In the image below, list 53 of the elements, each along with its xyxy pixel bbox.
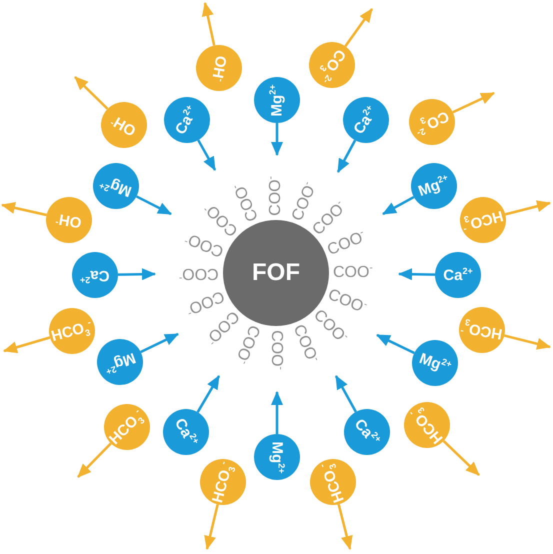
ion-circle <box>344 409 390 455</box>
ion-circle <box>435 252 481 298</box>
ion-circle <box>46 197 92 243</box>
ion-circle <box>309 42 355 88</box>
ion-circle <box>101 102 147 148</box>
arrow <box>136 195 172 216</box>
arrow <box>376 334 415 354</box>
core-label: FOF <box>252 261 300 285</box>
ion-circle <box>459 307 505 353</box>
ion-circle <box>460 197 506 243</box>
ion-formula: Mg$^{2+}$ <box>98 175 134 198</box>
arrow <box>271 123 283 156</box>
arrow <box>196 375 220 413</box>
ion-circle <box>164 97 210 143</box>
ion-formula: OH$^{-}$ <box>109 112 139 138</box>
arrow <box>202 2 216 46</box>
ion-circle <box>254 77 300 123</box>
arrow <box>118 268 156 280</box>
ion-circle <box>412 340 458 386</box>
ion-circle <box>411 163 457 209</box>
ion-circle <box>49 308 95 354</box>
arrow <box>204 504 219 550</box>
arrow <box>334 375 357 412</box>
arrow <box>337 504 353 550</box>
ion-circle <box>254 434 300 480</box>
arrow <box>344 8 374 48</box>
ion-circle <box>97 339 143 385</box>
arrow <box>336 140 356 173</box>
arrow <box>74 76 108 110</box>
carboxylate-label: COO$^{-}$ <box>326 287 368 316</box>
ion-circle <box>409 99 455 145</box>
ion-circle <box>196 45 242 91</box>
ion-circle <box>343 97 389 143</box>
arrow <box>398 268 436 280</box>
ion-circle <box>200 459 246 505</box>
ion-circle <box>72 252 118 298</box>
ion-circle <box>163 409 209 455</box>
arrow <box>382 196 414 216</box>
arrow <box>452 92 495 114</box>
ion-circle <box>310 459 356 505</box>
ion-formula: Ca$^{2+}$ <box>443 268 473 282</box>
arrow <box>271 391 283 434</box>
arrow <box>197 139 216 171</box>
ion-formula: Mg$^{2+}$ <box>417 350 453 375</box>
arrow <box>3 336 50 354</box>
arrow <box>77 442 112 478</box>
arrow <box>140 332 179 354</box>
arrow <box>504 200 551 216</box>
arrow <box>442 440 480 476</box>
ion-circle <box>93 163 139 209</box>
arrow <box>504 334 551 350</box>
arrow <box>1 202 47 216</box>
carboxylate-label: COO$^{-}$ <box>333 265 373 281</box>
